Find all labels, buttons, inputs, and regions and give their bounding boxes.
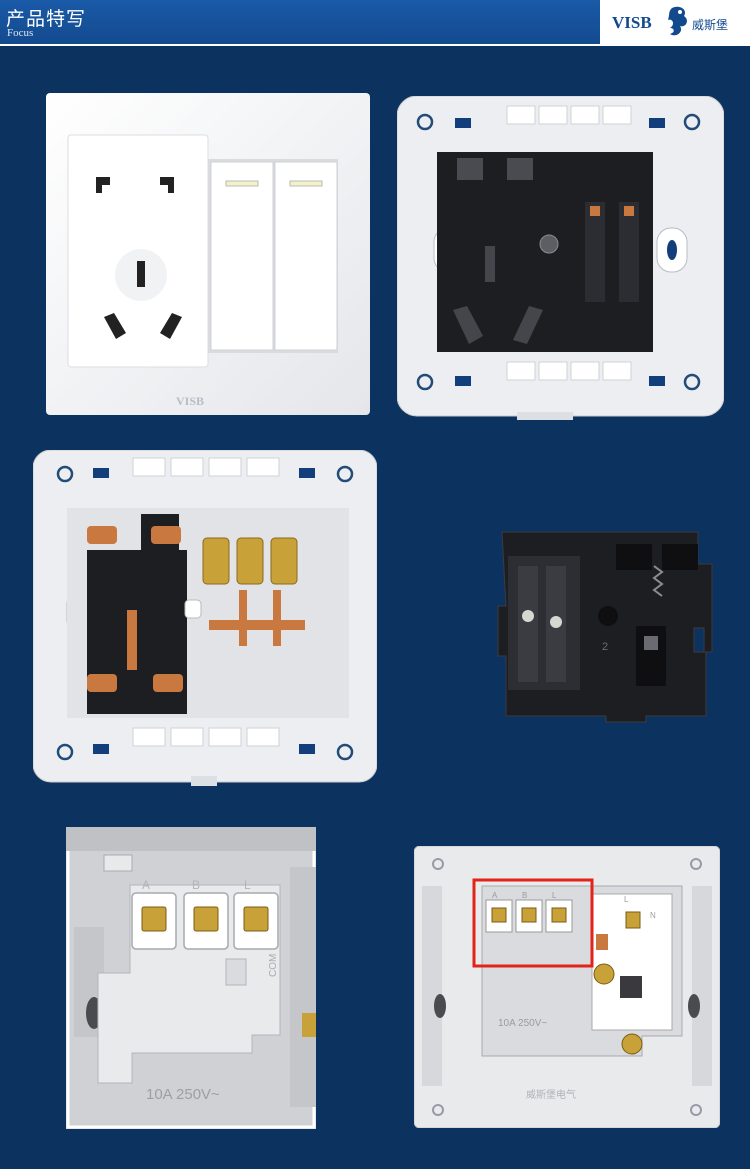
terminal-view-image [33, 450, 377, 786]
detail-com-label: COM [268, 954, 279, 977]
highlight-box [472, 878, 594, 968]
back-terminal-l2: L [624, 895, 629, 904]
section-title: 产品特写 [6, 8, 87, 30]
back-terminal-a: A [492, 891, 498, 900]
rear-module-image [397, 96, 724, 420]
switch-mechanism-image: 2 [497, 531, 713, 723]
section-subtitle: Focus [7, 27, 34, 39]
rear-module-photo [397, 96, 724, 420]
detail-terminal-a: A [142, 878, 150, 892]
detail-closeup-photo: A B L COM 10A 250V~ [66, 827, 316, 1129]
header-bar: 产品特写 Focus VISB 威斯堡 [0, 0, 750, 44]
back-rating-label: 10A 250V~ [498, 1018, 547, 1029]
detail-terminal-b: B [192, 878, 200, 892]
detail-closeup-image: A B L COM 10A 250V~ [66, 827, 316, 1129]
front-plate-brand: VISB [176, 394, 204, 408]
detail-terminal-l: L [244, 878, 251, 892]
logo-wordmark: VISB [612, 13, 652, 32]
logo-chinese: 威斯堡 [692, 18, 729, 32]
back-terminal-l: L [552, 891, 557, 900]
brand-logo: VISB 威斯堡 [600, 0, 750, 44]
back-brand-label: 威斯堡电气 [526, 1088, 576, 1101]
lion-logo-icon [668, 6, 687, 36]
front-plate-image: VISB [46, 93, 370, 415]
full-back-image: A B L N L 10A 250V~ 威斯堡电气 [414, 846, 720, 1128]
back-terminal-b: B [522, 891, 527, 900]
back-terminal-n: N [650, 911, 656, 920]
detail-rating-label: 10A 250V~ [146, 1086, 220, 1103]
switch-mechanism-photo: 2 [494, 526, 726, 726]
full-back-photo: A B L N L 10A 250V~ 威斯堡电气 [414, 846, 720, 1128]
header-divider [0, 44, 750, 46]
front-view-photo: VISB [46, 93, 370, 415]
terminal-view-photo [33, 450, 377, 786]
mechanism-number: 2 [602, 641, 608, 653]
